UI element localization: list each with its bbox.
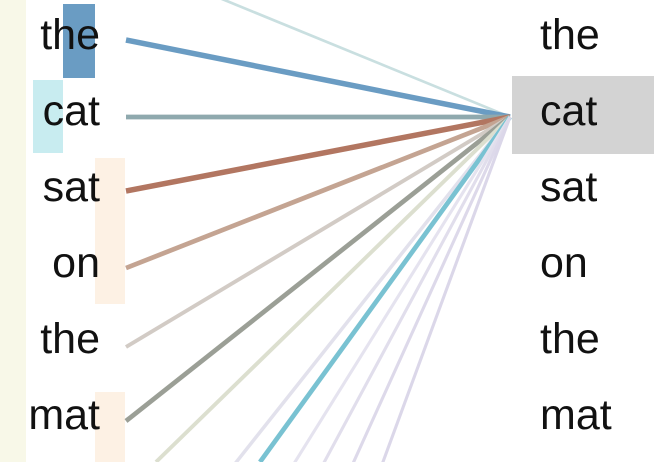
attention-line-11 <box>322 116 512 462</box>
left-token-on: on <box>52 239 100 287</box>
attention-line-10 <box>293 116 512 462</box>
right-token-sat: sat <box>540 163 598 211</box>
right-token-the: the <box>540 11 600 59</box>
attention-line-5 <box>124 115 512 349</box>
attention-line-7 <box>154 115 512 462</box>
attention-line-0 <box>220 0 511 119</box>
left-token-the-2: the <box>40 315 100 363</box>
attention-line-6 <box>124 115 512 423</box>
right-token-highlight <box>512 76 654 154</box>
attention-line-13 <box>381 116 512 462</box>
right-token-the-2: the <box>540 315 600 363</box>
attention-line-12 <box>351 116 512 462</box>
head-mark-cat <box>33 80 63 153</box>
head-mark-sat-on <box>95 158 125 304</box>
attention-line-9 <box>258 115 512 462</box>
head-mark-the <box>63 4 95 78</box>
left-token-sat: sat <box>42 163 100 211</box>
left-token-the: the <box>40 11 100 59</box>
left-token-cat: cat <box>42 87 100 135</box>
attention-line-3 <box>125 114 511 194</box>
attention-line-1 <box>125 37 511 120</box>
attention-line-8 <box>234 115 512 462</box>
left-token-mat: mat <box>28 391 100 439</box>
right-token-on: on <box>540 239 588 287</box>
attention-line-4 <box>125 114 511 271</box>
head-mark-mat <box>95 392 125 462</box>
right-token-cat: cat <box>540 87 598 135</box>
left-column-strip <box>0 0 26 462</box>
right-token-mat: mat <box>540 391 612 439</box>
